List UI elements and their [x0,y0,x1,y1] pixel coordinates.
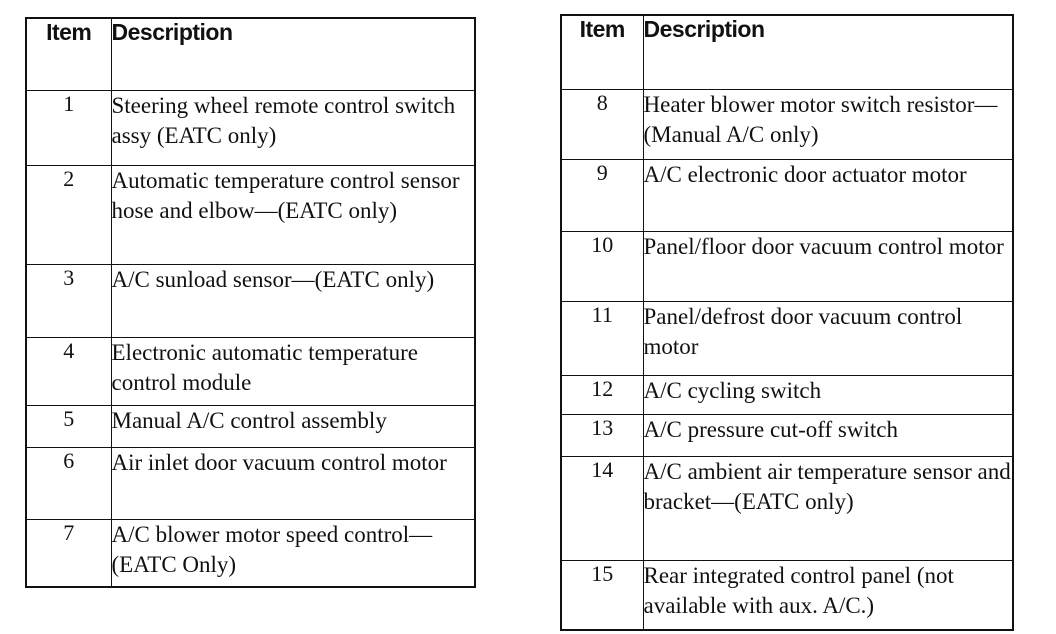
item-description: A/C sunload sensor—(EATC only) [110,263,476,338]
item-description: Manual A/C control assembly [110,404,476,448]
description-column-header: Description [110,17,476,91]
legend-table-left: Item Description 1 Steering wheel remote… [25,17,476,588]
item-description: A/C electronic door actuator motor [642,158,1014,232]
item-description: Automatic temperature control sensor hos… [110,164,476,265]
table-row: 5 Manual A/C control assembly [25,404,476,448]
item-description: Steering wheel remote control switch ass… [110,89,476,166]
table-row: 9 A/C electronic door actuator motor [560,158,1014,232]
item-number: 12 [560,374,644,415]
item-column-header: Item [25,17,112,91]
legend-table-right: Item Description 8 Heater blower motor s… [560,14,1014,631]
item-column-header: Item [560,14,644,90]
item-number: 3 [25,263,112,338]
item-description: A/C cycling switch [642,374,1014,415]
item-description: A/C ambient air temperature sensor and b… [642,455,1014,561]
table-row: 8 Heater blower motor switch resistor—(M… [560,88,1014,160]
item-description: Panel/defrost door vacuum control motor [642,300,1014,376]
item-description: Electronic automatic temperature control… [110,336,476,406]
item-description: Rear integrated control panel (not avail… [642,559,1014,631]
table-row: 10 Panel/floor door vacuum control motor [560,230,1014,302]
header-row: Item Description [560,14,1014,90]
header-row: Item Description [25,17,476,91]
table-row: 7 A/C blower motor speed control—(EATC O… [25,518,476,588]
item-number: 10 [560,230,644,302]
item-number: 11 [560,300,644,376]
item-number: 8 [560,88,644,160]
item-description: Air inlet door vacuum control motor [110,446,476,520]
table-row: 4 Electronic automatic temperature contr… [25,336,476,406]
item-number: 6 [25,446,112,520]
item-description: A/C blower motor speed control—(EATC Onl… [110,518,476,588]
table-row: 1 Steering wheel remote control switch a… [25,89,476,166]
table-row: 3 A/C sunload sensor—(EATC only) [25,263,476,338]
table-row: 14 A/C ambient air temperature sensor an… [560,455,1014,561]
item-number: 9 [560,158,644,232]
table-row: 11 Panel/defrost door vacuum control mot… [560,300,1014,376]
item-number: 2 [25,164,112,265]
item-number: 4 [25,336,112,406]
table-row: 6 Air inlet door vacuum control motor [25,446,476,520]
item-number: 14 [560,455,644,561]
item-number: 13 [560,413,644,457]
description-column-header: Description [642,14,1014,90]
item-description: A/C pressure cut-off switch [642,413,1014,457]
table-row: 2 Automatic temperature control sensor h… [25,164,476,265]
item-number: 1 [25,89,112,166]
item-number: 5 [25,404,112,448]
item-number: 7 [25,518,112,588]
table-row: 13 A/C pressure cut-off switch [560,413,1014,457]
table-row: 12 A/C cycling switch [560,374,1014,415]
item-number: 15 [560,559,644,631]
item-description: Panel/floor door vacuum control motor [642,230,1014,302]
table-row: 15 Rear integrated control panel (not av… [560,559,1014,631]
item-description: Heater blower motor switch resistor—(Man… [642,88,1014,160]
